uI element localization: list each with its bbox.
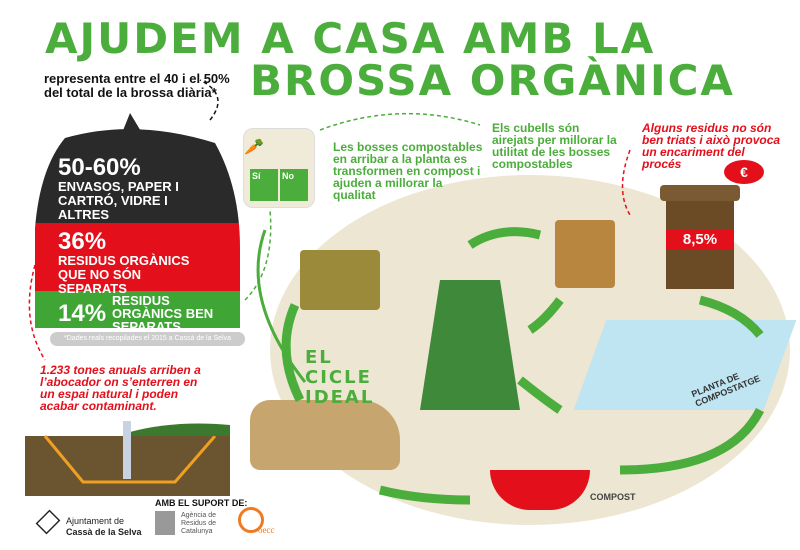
brown-bin: 8,5%: [660, 185, 740, 295]
ajuntament-line2: Cassà de la Selva: [66, 527, 142, 537]
support-label: AMB EL SUPORT DE:: [155, 498, 248, 508]
note-landfill: 1.233 tones anuals arriben a l’abocador …: [40, 363, 201, 413]
note-bad-sorting: Alguns residus no són ben triats i això …: [642, 121, 781, 171]
title-line-2: BROSSA ORGÀNICA: [250, 56, 735, 105]
food-icon: 🥕: [244, 139, 264, 156]
landfill-illustration: [25, 421, 230, 496]
seg2-text: RESIDUS ORGÀNICS QUE NO SÓN SEPARATS: [58, 253, 190, 296]
food-basket: [300, 250, 380, 310]
seg3-pct: 14%: [58, 299, 107, 327]
label-yes: Sí: [250, 169, 278, 201]
arc-line3: Catalunya: [181, 528, 213, 535]
seg1-text: ENVASOS, PAPER I CARTRÓ, VIDRE I ALTRES: [58, 179, 179, 222]
cycle-label: EL CICLE IDEAL: [305, 347, 375, 408]
note-aired-bins: Els cubells són airejats per millorar la…: [492, 121, 617, 171]
note-compostable-bags: Les bosses compostables en arribar a la …: [333, 140, 483, 202]
field-carrots: [250, 400, 400, 470]
composting-plant: [573, 320, 797, 410]
title-line-1: AJUDEM A CASA AMB LA: [45, 14, 656, 63]
oecc-logo: [238, 507, 264, 533]
seg2-pct: 36%: [58, 228, 107, 255]
arc-line2: Residus de: [181, 520, 217, 527]
bin-pct: 8,5%: [666, 229, 734, 250]
bag-intro: representa entre el 40 i el 50% del tota…: [44, 71, 230, 100]
seg1-pct: 50-60%: [58, 154, 141, 181]
aired-bin: [555, 220, 615, 288]
ajuntament-line1: Ajuntament de: [66, 516, 125, 526]
trash-bag: [35, 113, 240, 328]
bag-footnote: *Dades reals recopilades el 2015 a Cassà…: [50, 332, 245, 346]
arc-logo: [155, 511, 175, 535]
ajuntament-logo: [35, 509, 61, 535]
arc-line1: Agència de: [181, 512, 217, 519]
label-no: No: [280, 169, 308, 201]
oecc-label: oecc: [258, 525, 275, 535]
compostable-bag: 🥕 Sí No: [243, 128, 315, 208]
seg3-text: RESIDUS ORGÀNICS BEN SEPARATS: [112, 293, 214, 334]
piggy-bank-icon: €: [724, 160, 764, 184]
compost-label: COMPOST: [590, 492, 636, 502]
